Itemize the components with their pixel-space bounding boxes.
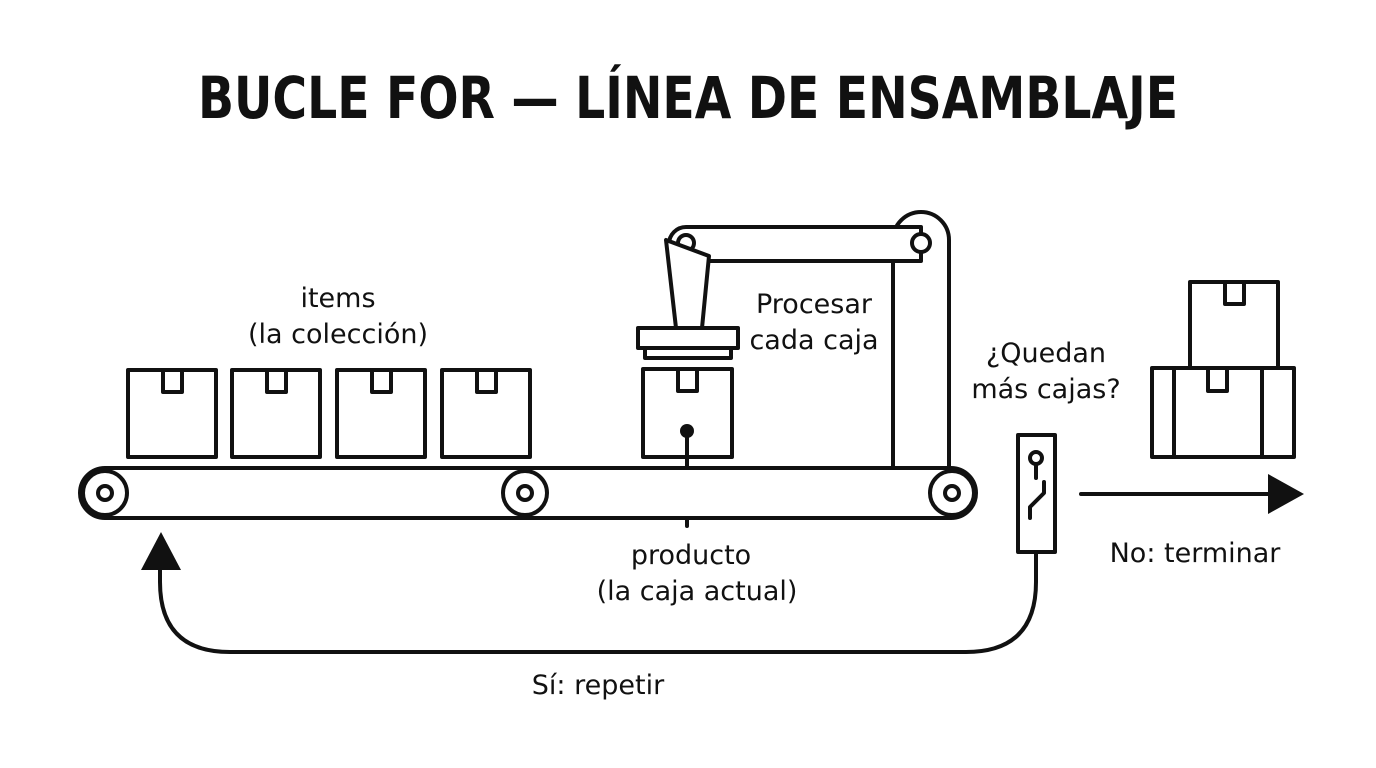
- finished-box-bottom: [1150, 366, 1296, 459]
- current-item-label: producto (la caja actual): [597, 540, 798, 607]
- conveyor-roller-right: [928, 469, 976, 517]
- box-3: [335, 368, 427, 459]
- question-label-line1: ¿Quedan: [986, 338, 1106, 369]
- box-4: [440, 368, 532, 459]
- collection-label-line1: items: [300, 283, 375, 314]
- box-2: [230, 368, 322, 459]
- conveyor-roller-left: [81, 469, 129, 517]
- robot-arm-gripper: [636, 326, 740, 350]
- repeat-loop-arrow: [141, 532, 1038, 654]
- exit-arrow: [1079, 474, 1304, 514]
- robot-arm: [636, 210, 951, 468]
- finished-box-top: [1188, 280, 1280, 370]
- sensor-switch: [1016, 433, 1057, 554]
- sensor-switch-lever: [1028, 480, 1046, 520]
- finished-boxes: [1150, 280, 1296, 459]
- conveyor-roller-middle: [501, 469, 549, 517]
- process-label-line2: cada caja: [749, 325, 878, 356]
- question-label-line2: más cajas?: [971, 374, 1120, 405]
- exit-label: No: terminar: [1110, 538, 1282, 569]
- process-label: Procesar cada caja: [749, 289, 878, 356]
- question-label: ¿Quedan más cajas?: [971, 338, 1120, 405]
- collection-boxes: [126, 368, 532, 459]
- repeat-label: Sí: repetir: [532, 670, 665, 701]
- current-box: [641, 367, 734, 528]
- robot-arm-gripper-plate: [643, 346, 733, 360]
- diagram-title: BUCLE FOR — LÍNEA DE ENSAMBLAJE: [198, 63, 1178, 132]
- collection-label-line2: (la colección): [248, 319, 428, 350]
- robot-arm-forearm: [664, 238, 711, 330]
- robot-arm-pivot-right: [910, 232, 932, 254]
- current-item-label-line2: (la caja actual): [597, 576, 798, 607]
- conveyor-belt: [78, 466, 978, 520]
- collection-label: items (la colección): [248, 283, 428, 350]
- current-item-label-line1: producto: [631, 540, 751, 571]
- box-1: [126, 368, 218, 459]
- process-label-line1: Procesar: [756, 289, 873, 320]
